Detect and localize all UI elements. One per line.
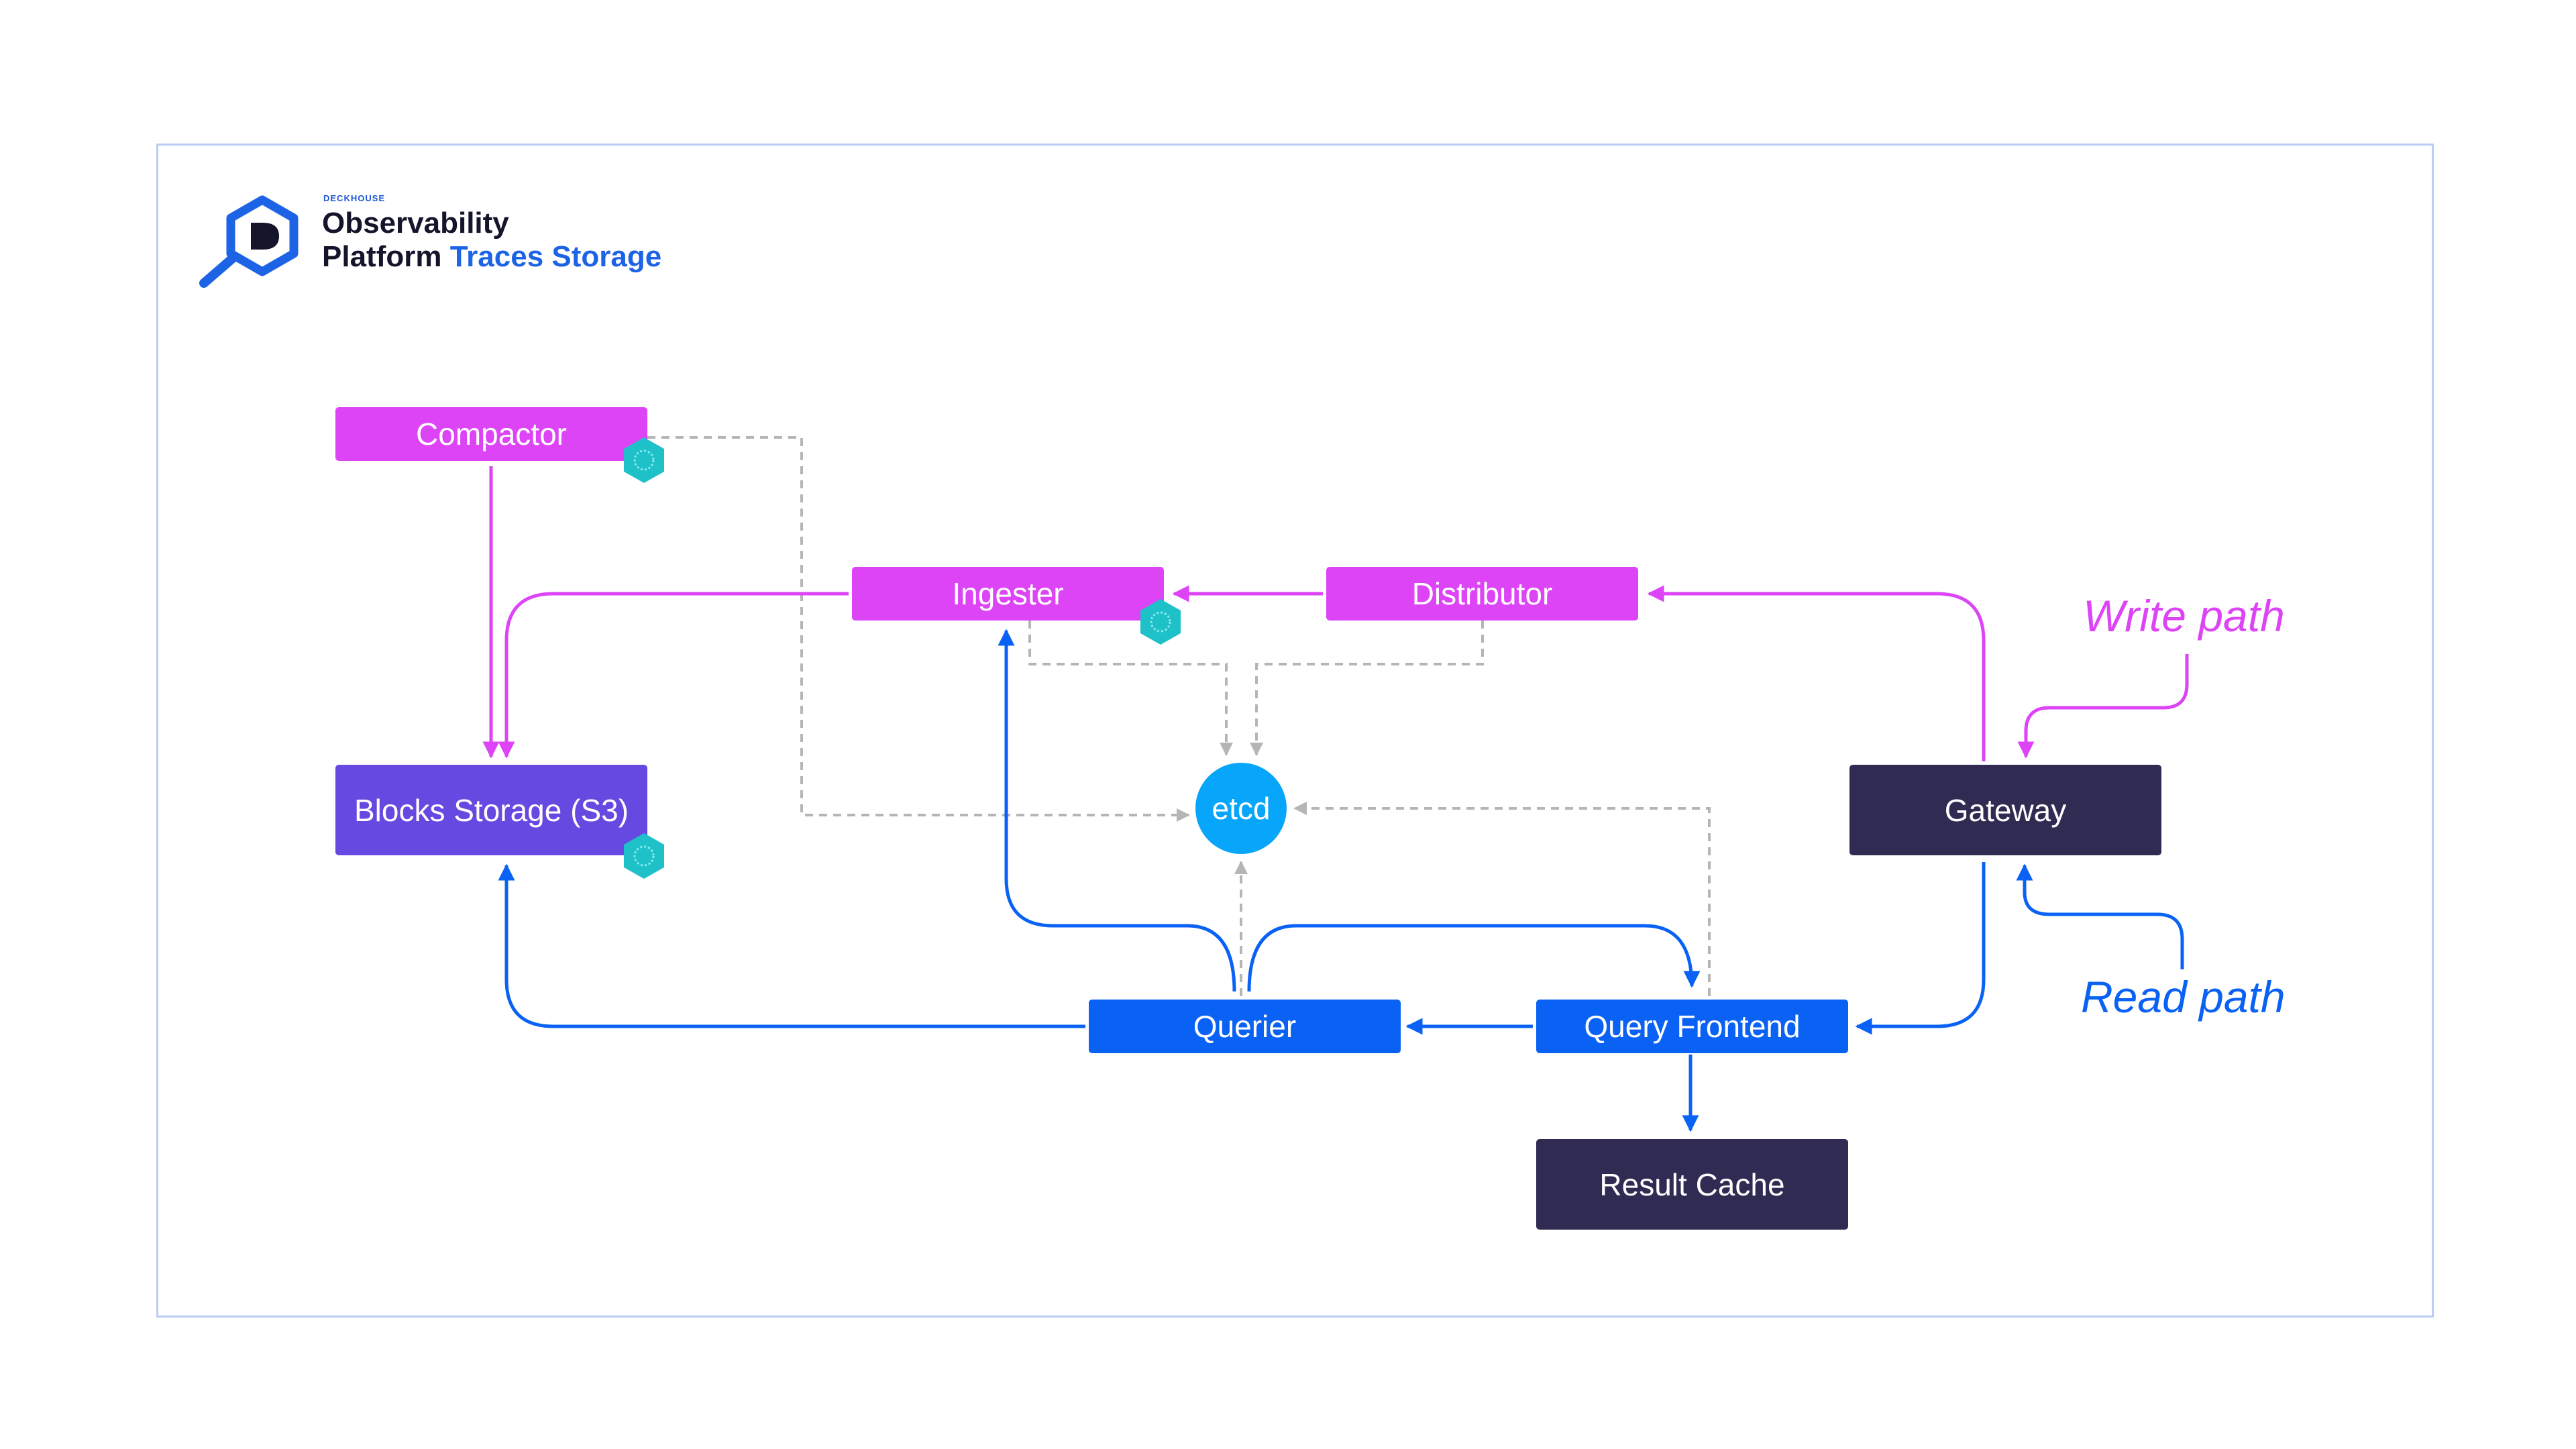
edge-gateway-queryfrontend bbox=[1855, 862, 1986, 1035]
node-compactor: Compactor bbox=[335, 407, 647, 461]
edge-writepath-gateway bbox=[2017, 654, 2189, 759]
edge-ingester-storage bbox=[498, 592, 849, 759]
node-querier: Querier bbox=[1089, 1000, 1401, 1053]
node-distributor: Distributor bbox=[1326, 567, 1638, 621]
node-compactor-label: Compactor bbox=[416, 417, 567, 451]
edge-querier-ingester bbox=[998, 629, 1236, 992]
edge-ingester-etcd bbox=[1028, 621, 1233, 756]
node-etcd-label: etcd bbox=[1212, 791, 1271, 826]
node-gateway: Gateway bbox=[1849, 765, 2161, 855]
node-ingester-label: Ingester bbox=[952, 576, 1064, 611]
read-path-label: Read path bbox=[2081, 972, 2286, 1022]
node-query-frontend: Query Frontend bbox=[1536, 1000, 1848, 1053]
kubernetes-icon bbox=[624, 833, 664, 879]
brand-company: DECKHOUSE bbox=[323, 193, 386, 203]
diagram-frame bbox=[156, 144, 2434, 1318]
node-result-cache: Result Cache bbox=[1536, 1139, 1848, 1230]
brand-platform: Platform bbox=[322, 240, 442, 273]
node-querier-label: Querier bbox=[1193, 1009, 1297, 1044]
node-gateway-label: Gateway bbox=[1944, 792, 2067, 828]
brand-product: Traces Storage bbox=[449, 240, 662, 273]
node-etcd: etcd bbox=[1195, 763, 1287, 854]
write-path-label: Write path bbox=[2083, 591, 2285, 641]
kubernetes-icon bbox=[1140, 599, 1181, 645]
node-blocks-storage: Blocks Storage (S3) bbox=[335, 765, 647, 855]
edge-compactor-etcd bbox=[647, 436, 1190, 822]
brand-title-line1: Observability bbox=[322, 207, 509, 239]
edge-gateway-distributor bbox=[1647, 585, 1986, 761]
edge-readpath-gateway bbox=[2016, 863, 2184, 969]
node-blocks-storage-label: Blocks Storage (S3) bbox=[354, 792, 629, 828]
node-ingester: Ingester bbox=[852, 567, 1164, 621]
edge-querier-storage bbox=[498, 863, 1085, 1028]
edge-querier-queryfrontend bbox=[1247, 924, 1701, 992]
node-distributor-label: Distributor bbox=[1411, 576, 1553, 611]
node-query-frontend-label: Query Frontend bbox=[1584, 1009, 1801, 1044]
edge-distributor-etcd bbox=[1250, 621, 1484, 756]
edge-queryfrontend-etcd bbox=[1293, 802, 1711, 996]
deckhouse-logo-icon bbox=[199, 195, 299, 288]
kubernetes-icon bbox=[624, 437, 664, 483]
node-result-cache-label: Result Cache bbox=[1599, 1167, 1785, 1202]
brand-title-line2: Platform Traces Storage bbox=[322, 240, 661, 274]
